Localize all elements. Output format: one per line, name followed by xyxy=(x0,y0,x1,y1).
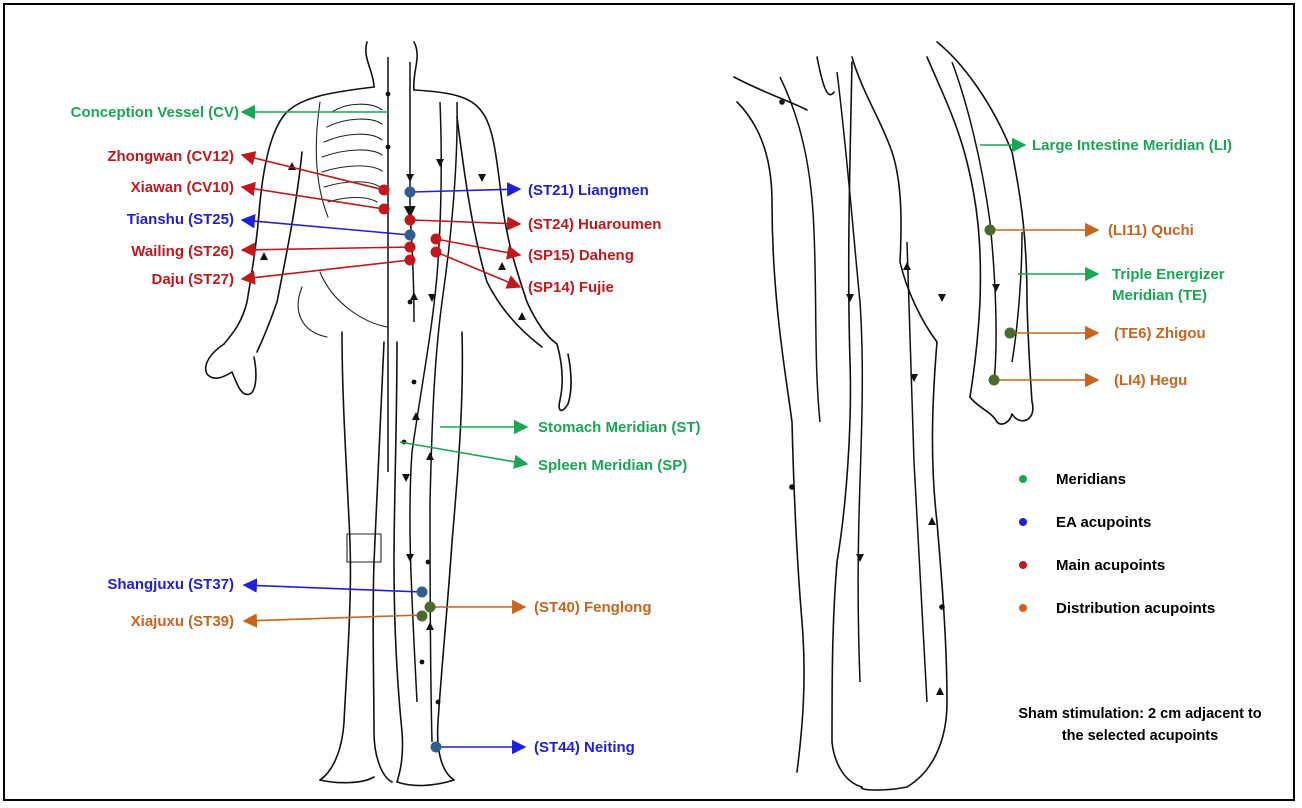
label-large-intestine-meridian: Large Intestine Meridian (LI) xyxy=(1032,137,1232,154)
label-stomach-meridian: Stomach Meridian (ST) xyxy=(538,419,701,436)
acupoint-diagram: Conception Vessel (CV) Zhongwan (CV12) X… xyxy=(5,5,1297,803)
front-body-figure xyxy=(206,42,571,786)
label-spleen-meridian: Spleen Meridian (SP) xyxy=(538,457,687,474)
acupoint-st37 xyxy=(417,587,428,598)
acupoint-li11 xyxy=(985,225,996,236)
acupoint-sp14 xyxy=(431,247,442,258)
label-hegu: (LI4) Hegu xyxy=(1114,372,1187,389)
label-daju: Daju (ST27) xyxy=(151,271,234,288)
label-shangjuxu: Shangjuxu (ST37) xyxy=(107,576,234,593)
label-fujie: (SP14) Fujie xyxy=(528,279,614,296)
acupoint-st26 xyxy=(405,242,416,253)
label-zhigou: (TE6) Zhigou xyxy=(1114,325,1206,342)
label-te-meridian-line2: Meridian (TE) xyxy=(1112,287,1207,304)
acupoint-te6 xyxy=(1005,328,1016,339)
sham-note-line2: the selected acupoints xyxy=(1062,728,1218,744)
legend-dot-distribution-acupoints xyxy=(1019,604,1027,612)
label-te-meridian-line1: Triple Energizer xyxy=(1112,266,1225,283)
label-fenglong: (ST40) Fenglong xyxy=(534,599,652,616)
label-wailing: Wailing (ST26) xyxy=(131,243,234,260)
label-huaroumen: (ST24) Huaroumen xyxy=(528,216,661,233)
label-daheng: (SP15) Daheng xyxy=(528,247,634,264)
label-liangmen: (ST21) Liangmen xyxy=(528,182,649,199)
label-neiting: (ST44) Neiting xyxy=(534,739,635,756)
label-tianshu: Tianshu (ST25) xyxy=(127,211,234,228)
side-body-figure xyxy=(734,42,1033,790)
legend-label-ea-acupoints: EA acupoints xyxy=(1056,514,1151,531)
acupoint-st44 xyxy=(431,742,442,753)
acupoint-st40 xyxy=(425,602,436,613)
acupoint-st24 xyxy=(405,215,416,226)
sham-note: Sham stimulation: 2 cm adjacent to the s… xyxy=(1018,706,1261,744)
acupoint-st27 xyxy=(405,255,416,266)
label-conception-vessel: Conception Vessel (CV) xyxy=(71,104,239,121)
acupoint-sp15 xyxy=(431,234,442,245)
acupoint-dots xyxy=(379,185,1016,753)
acupoint-cv12 xyxy=(379,185,390,196)
text-labels: Conception Vessel (CV) Zhongwan (CV12) X… xyxy=(71,104,1232,756)
label-zhongwan: Zhongwan (CV12) xyxy=(107,148,234,165)
acupoint-st21 xyxy=(405,187,416,198)
figure-frame: Conception Vessel (CV) Zhongwan (CV12) X… xyxy=(3,3,1295,801)
legend-label-distribution-acupoints: Distribution acupoints xyxy=(1056,600,1215,617)
acupoint-st39 xyxy=(417,611,428,622)
legend-dot-ea-acupoints xyxy=(1019,518,1027,526)
label-quchi: (LI11) Quchi xyxy=(1108,222,1194,239)
legend-dot-meridians xyxy=(1019,475,1027,483)
acupoint-li4 xyxy=(989,375,1000,386)
label-xiawan: Xiawan (CV10) xyxy=(131,179,234,196)
acupoint-cv10 xyxy=(379,204,390,215)
sham-note-line1: Sham stimulation: 2 cm adjacent to xyxy=(1018,706,1261,722)
legend: Meridians EA acupoints Main acupoints Di… xyxy=(1019,471,1215,617)
legend-label-main-acupoints: Main acupoints xyxy=(1056,557,1165,574)
acupoint-st25 xyxy=(405,230,416,241)
label-xiajuxu: Xiajuxu (ST39) xyxy=(131,613,234,630)
legend-label-meridians: Meridians xyxy=(1056,471,1126,488)
legend-dot-main-acupoints xyxy=(1019,561,1027,569)
